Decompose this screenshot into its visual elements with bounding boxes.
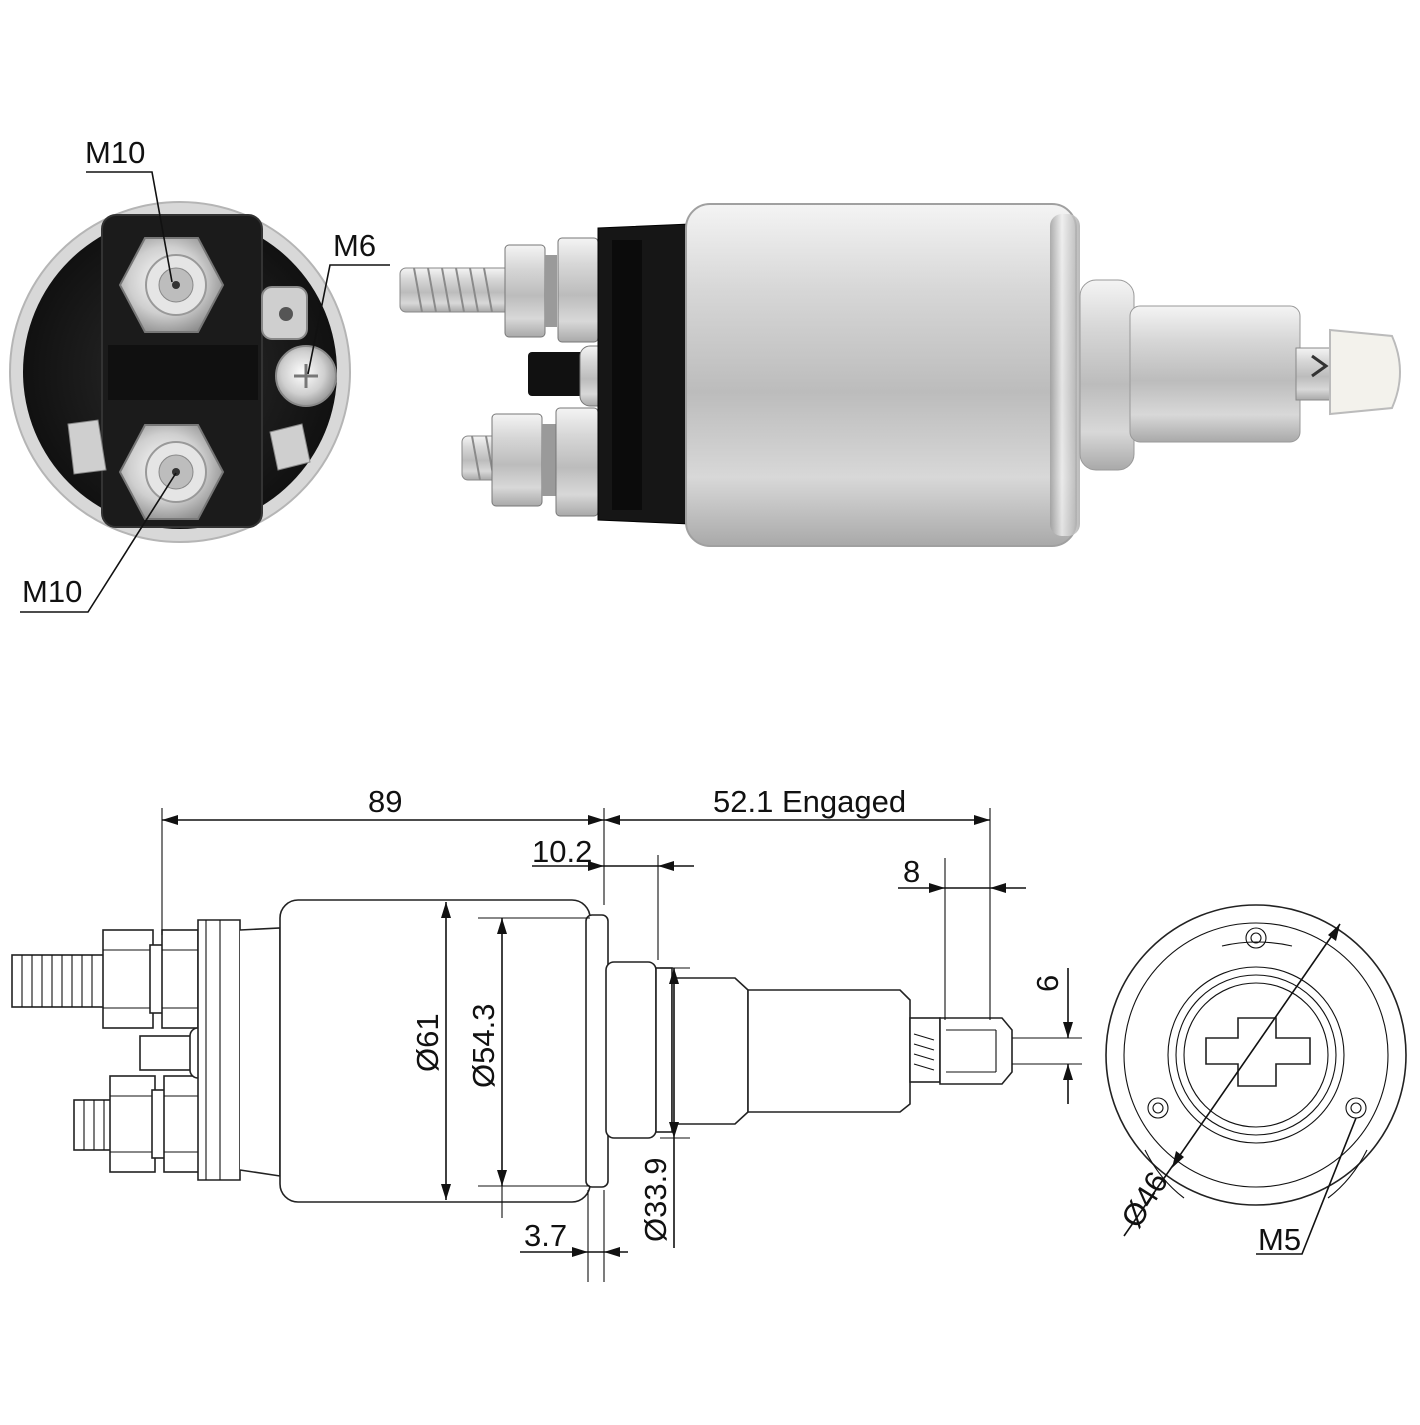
label-m6: M6 [333,228,376,263]
dim-flange-offset: 10.2 [532,834,592,869]
end-view-photo: M10 M6 M10 [9,135,390,613]
dim-nose-diameter: Ø33.9 [638,1158,673,1242]
solenoid-can [685,203,1080,547]
label-m10-top: M10 [85,135,145,170]
dim-engaged-travel: 52.1 Engaged [713,784,906,819]
stud-top [399,237,599,343]
dim-inner-diameter: Ø54.3 [466,1004,501,1088]
technical-side-view: 89 52.1 Engaged 10.2 8 6 Ø61 Ø54.3 [11,784,1082,1282]
side-view-photo [399,203,1401,547]
dim-body-diameter: Ø61 [410,1013,445,1072]
label-mount-thread: M5 [1258,1222,1301,1257]
plunger-tip [1295,328,1401,416]
leader-m6 [307,264,390,375]
terminal-m6 [261,286,337,407]
technical-end-view: Ø46 M5 [1105,904,1407,1257]
dim-overall-length: 89 [368,784,402,819]
dim-slot-width: 6 [1030,975,1065,992]
terminal-m10-bottom [118,424,225,520]
label-m10-bottom: M10 [22,574,82,609]
leader-m10-bottom [20,472,177,613]
dim-plunger-tip: 8 [903,854,920,889]
dim-rim-thickness: 3.7 [524,1218,567,1253]
stud-bottom [461,407,599,517]
leader-m10-top [86,171,173,283]
terminal-m10-top [118,237,225,333]
